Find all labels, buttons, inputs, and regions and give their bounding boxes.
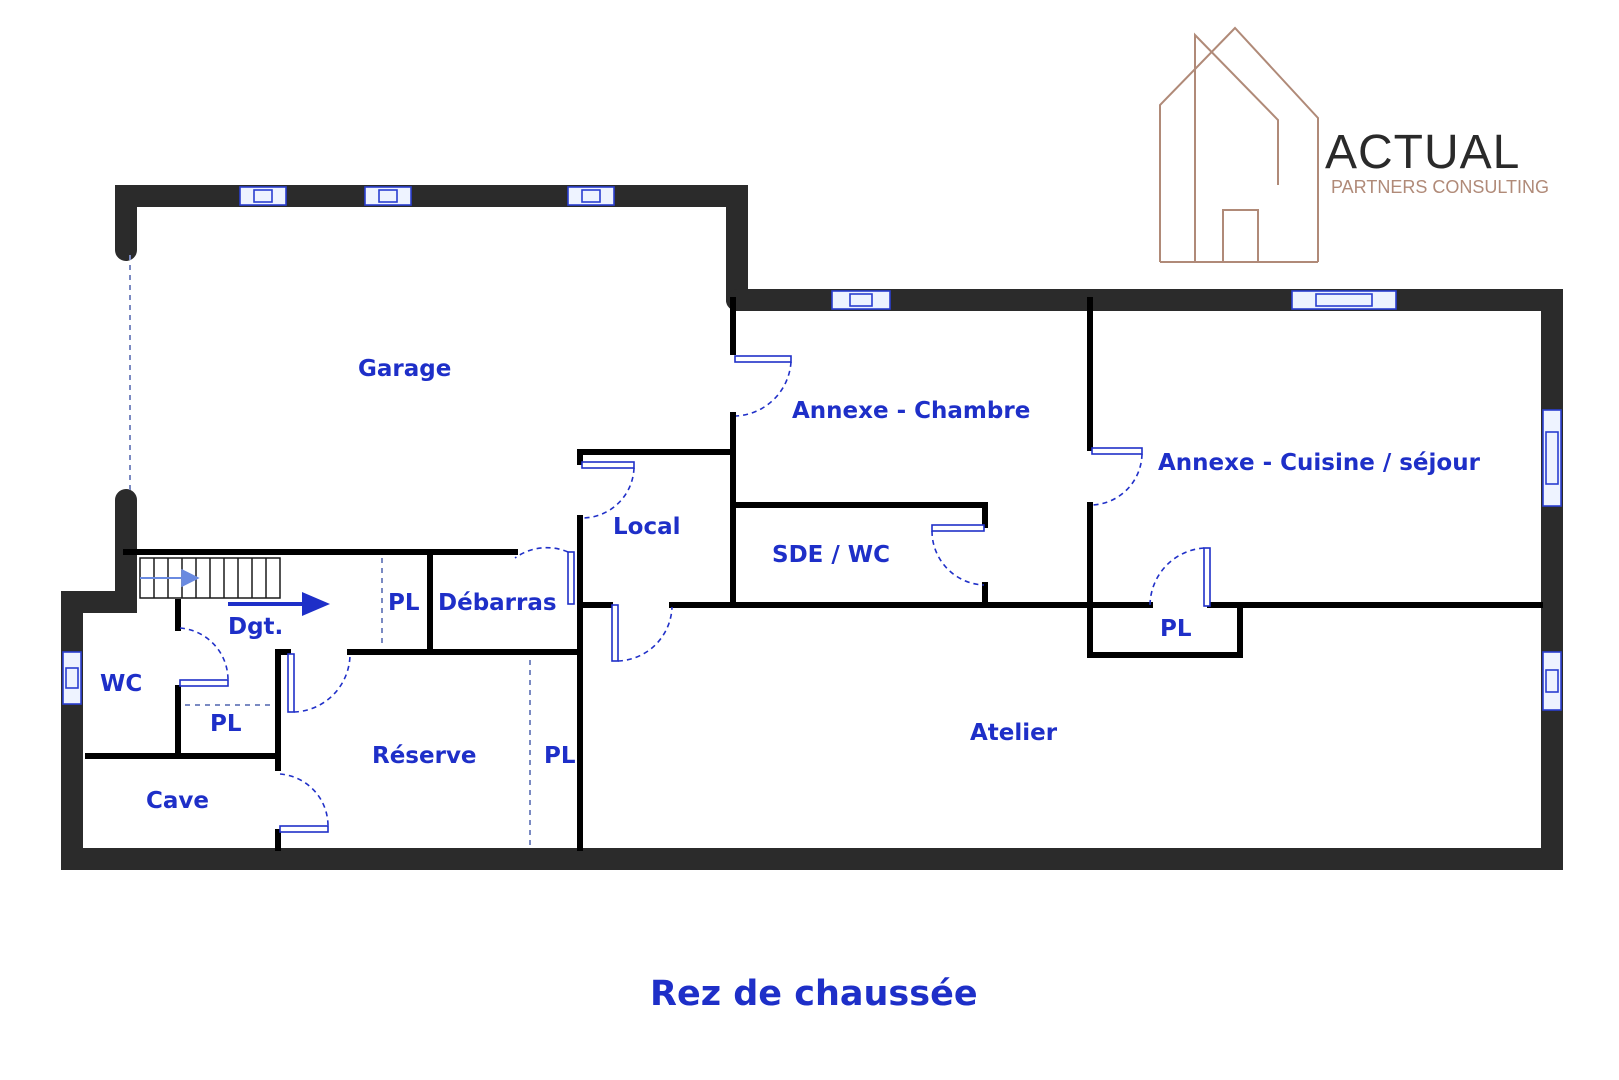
direction-arrow bbox=[228, 592, 330, 616]
plan-title: Rez de chaussée bbox=[650, 974, 978, 1014]
doors bbox=[179, 355, 1211, 833]
window-garage-3 bbox=[567, 186, 615, 206]
window-wc bbox=[62, 651, 82, 705]
house-logo-icon bbox=[1159, 26, 1319, 263]
logo-tagline: PARTNERS CONSULTING bbox=[1331, 177, 1549, 197]
label-pl-debarras: PL bbox=[388, 590, 420, 616]
window-cuisine-right bbox=[1542, 409, 1562, 507]
door-atelier bbox=[611, 604, 673, 662]
label-pl-cuisine: PL bbox=[1160, 616, 1192, 642]
door-chambre bbox=[734, 355, 792, 417]
door-debarras bbox=[514, 546, 575, 605]
label-atelier: Atelier bbox=[970, 720, 1058, 746]
label-wc: WC bbox=[100, 671, 142, 697]
door-cuisine bbox=[1091, 447, 1143, 506]
door-local bbox=[581, 461, 635, 519]
door-wc bbox=[179, 627, 229, 687]
door-reserve-top bbox=[287, 653, 351, 713]
room-labels: Garage Annexe - Chambre Annexe - Cuisine… bbox=[100, 356, 1481, 814]
label-debarras: Débarras bbox=[438, 590, 557, 616]
window-cuisine-top bbox=[1291, 290, 1397, 310]
outer-walls bbox=[61, 185, 1563, 870]
label-reserve: Réserve bbox=[372, 743, 477, 769]
window-atelier-right bbox=[1542, 651, 1562, 711]
door-reserve-bottom bbox=[279, 773, 329, 833]
label-sde-wc: SDE / WC bbox=[772, 542, 890, 568]
label-dgt: Dgt. bbox=[228, 614, 283, 640]
door-pl-cuisine bbox=[1149, 547, 1211, 607]
label-pl-wc: PL bbox=[210, 711, 242, 737]
stairs bbox=[139, 557, 281, 599]
label-annexe-chambre: Annexe - Chambre bbox=[792, 398, 1030, 424]
window-chambre bbox=[831, 290, 891, 310]
company-logo: ACTUAL PARTNERS CONSULTING bbox=[1159, 26, 1549, 263]
window-garage-2 bbox=[364, 186, 412, 206]
label-annexe-cuisine: Annexe - Cuisine / séjour bbox=[1158, 450, 1481, 476]
label-garage: Garage bbox=[358, 356, 451, 382]
dashed-openings bbox=[129, 255, 531, 846]
door-sde bbox=[931, 524, 985, 586]
interior-walls bbox=[85, 297, 1543, 851]
logo-name: ACTUAL bbox=[1325, 126, 1520, 179]
label-cave: Cave bbox=[146, 788, 209, 814]
windows bbox=[62, 186, 1562, 711]
label-local: Local bbox=[613, 514, 681, 540]
label-pl-reserve: PL bbox=[544, 743, 576, 769]
window-garage-1 bbox=[239, 186, 287, 206]
